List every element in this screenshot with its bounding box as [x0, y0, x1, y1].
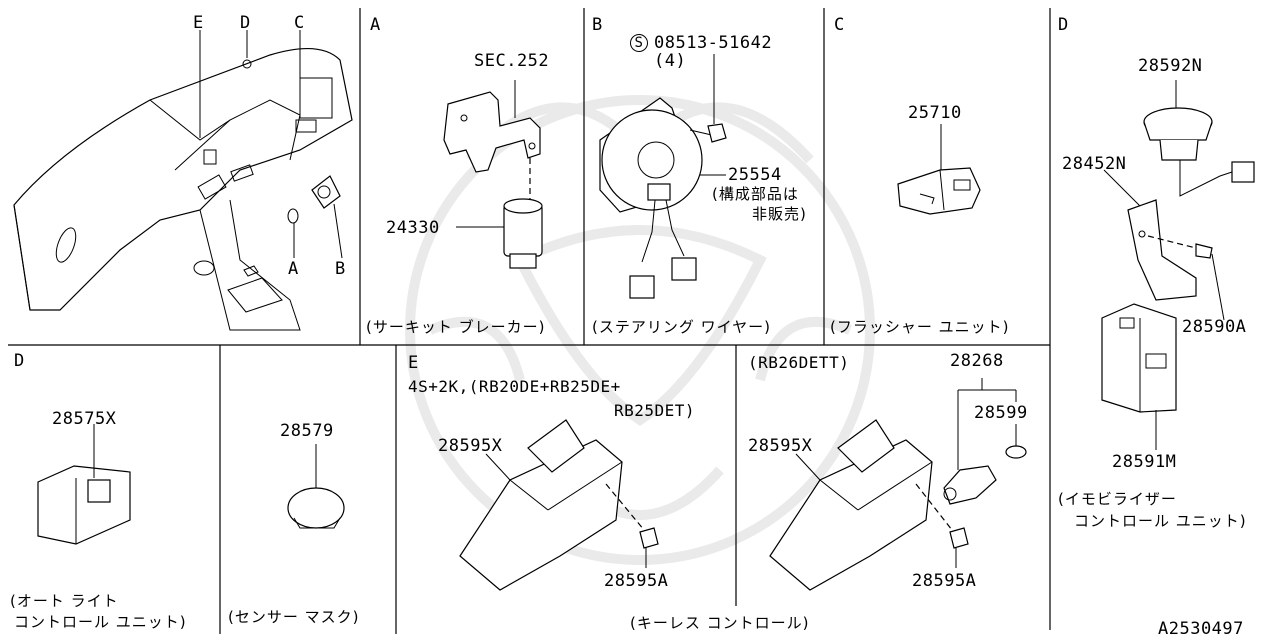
- part-number-28579: 28579: [280, 421, 334, 441]
- part-number-25554: 25554: [728, 165, 782, 185]
- section-e-variant-1: 4S+2K,(RB20DE+RB25DE+: [408, 377, 621, 396]
- overview-label-c: C: [294, 13, 305, 33]
- section-e-variant-2: RB25DET): [614, 401, 696, 420]
- part-number-28595a-a: 28595A: [604, 571, 669, 591]
- part-number-28452n: 28452N: [1062, 154, 1127, 174]
- part-number-28592n: 28592N: [1138, 56, 1203, 76]
- screw-symbol: S: [630, 34, 648, 52]
- part-number-28595x-b: 28595X: [748, 436, 813, 456]
- section-d-left-letter: D: [14, 351, 25, 371]
- part-number-24330: 24330: [386, 218, 440, 238]
- part-number-28591m: 28591M: [1112, 452, 1177, 472]
- part-number-28595x-a: 28595X: [438, 436, 503, 456]
- section-b-caption: (ステアリング ワイヤー): [592, 318, 772, 336]
- section-c-caption: (フラッシャー ユニット): [830, 318, 1010, 336]
- section-e-letter: E: [408, 353, 419, 373]
- section-a-ref: SEC.252: [474, 51, 550, 71]
- watermark-emblem: [405, 95, 875, 565]
- section-e-caption: (キーレス コントロール): [630, 614, 810, 632]
- overview-label-b: B: [335, 259, 346, 279]
- section-d-right-caption-1: (イモビライザー: [1058, 490, 1177, 508]
- overview-label-a: A: [288, 259, 299, 279]
- part-number-28590a: 28590A: [1182, 317, 1247, 337]
- sensor-mask-drawing: [287, 444, 345, 529]
- section-d-right-letter: D: [1058, 15, 1069, 35]
- section-e-variant-b: (RB26DETT): [748, 353, 850, 372]
- steering-wire-drawing: [599, 54, 727, 299]
- part-number-28599: 28599: [974, 403, 1028, 423]
- dashboard-overview: [13, 30, 353, 331]
- section-a-letter: A: [370, 15, 381, 35]
- sensor-caption: (センサー マスク): [228, 608, 360, 626]
- section-a-caption: (サーキット ブレーカー): [366, 318, 546, 336]
- section-c-letter: C: [834, 15, 845, 35]
- auto-light-unit-drawing: [37, 424, 131, 545]
- diagram-id: A2530497: [1158, 619, 1244, 638]
- screw-quantity: (4): [654, 51, 687, 71]
- section-b-note-1: (構成部品は: [712, 185, 799, 203]
- part-number-28268: 28268: [950, 351, 1004, 371]
- section-d-left-caption-2: コントロール ユニット): [14, 613, 187, 631]
- overview-label-d: D: [240, 13, 251, 33]
- part-number-28575x: 28575X: [52, 409, 117, 429]
- overview-label-e: E: [193, 13, 204, 33]
- part-number-08513-51642: 08513-51642: [654, 33, 773, 53]
- immobiliser-drawing: [1101, 80, 1255, 450]
- keyless-unit-b-drawing: [769, 378, 1027, 591]
- keyless-unit-a-drawing: [459, 419, 659, 591]
- section-b-letter: B: [592, 15, 603, 35]
- panel-grid: [8, 8, 1051, 634]
- section-b-note-2: 非販売): [752, 205, 807, 223]
- section-d-left-caption-1: (オート ライト: [10, 592, 119, 610]
- flasher-drawing: [897, 124, 981, 215]
- section-d-right-caption-2: コントロール ユニット): [1074, 512, 1247, 530]
- part-number-25710: 25710: [908, 103, 962, 123]
- circuit-breaker-drawing: [443, 80, 543, 269]
- part-number-28595a-b: 28595A: [912, 571, 977, 591]
